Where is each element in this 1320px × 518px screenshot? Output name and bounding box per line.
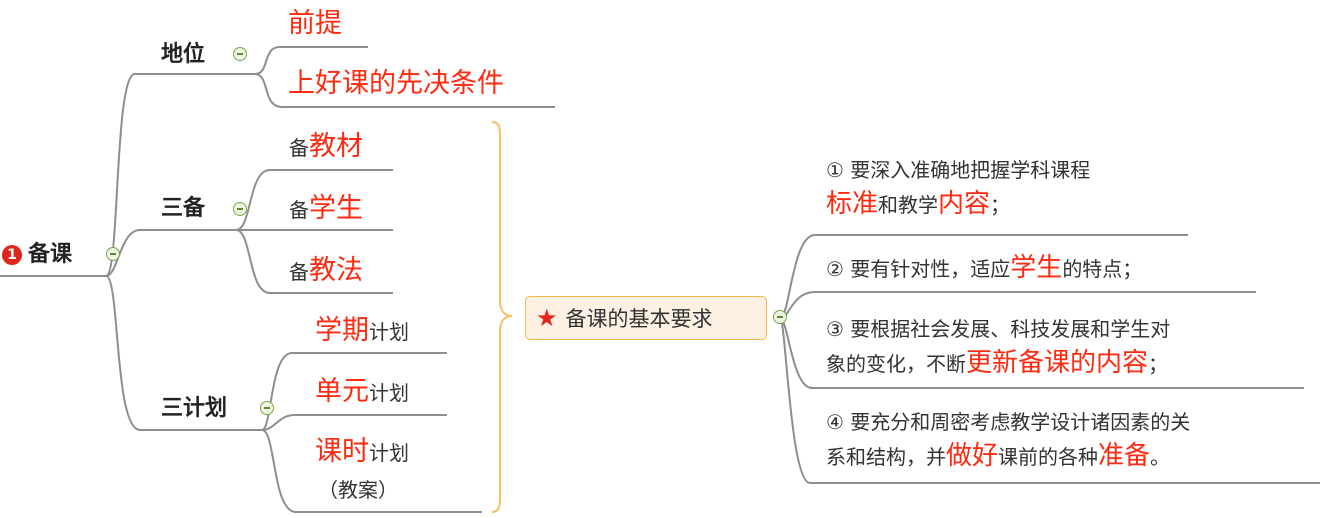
leaf-students[interactable]: 备学生 [289, 193, 363, 224]
collapse-icon[interactable] [233, 202, 247, 216]
summary-label: 备课的基本要求 [565, 307, 713, 331]
star-icon: ★ [536, 304, 558, 332]
leaf-unit-plan[interactable]: 单元计划 [315, 376, 409, 407]
leaf-lesson-plan-note: （教案） [318, 478, 398, 502]
leaf-premise[interactable]: 前提 [288, 8, 342, 39]
summary-topic[interactable]: ★ 备课的基本要求 [525, 296, 767, 340]
branch-status[interactable]: 地位 [161, 42, 206, 67]
priority-1-badge: 1 [2, 245, 22, 265]
summary-brace [491, 121, 513, 513]
branch-three-preparations[interactable]: 三备 [161, 196, 206, 221]
leaf-methods[interactable]: 备教法 [289, 255, 363, 286]
leaf-prerequisite[interactable]: 上好课的先决条件 [288, 68, 504, 99]
leaf-textbook[interactable]: 备教材 [289, 131, 363, 162]
collapse-icon[interactable] [106, 247, 120, 261]
collapse-icon[interactable] [260, 401, 274, 415]
collapse-icon[interactable] [773, 310, 787, 324]
root-node[interactable]: 1 备课 [2, 244, 72, 266]
collapse-icon[interactable] [233, 47, 247, 61]
requirement-2[interactable]: ② 要有针对性，适应学生的特点； [826, 253, 1143, 283]
requirement-3[interactable]: ③ 要根据社会发展、科技发展和学生对 象的变化，不断更新备课的内容； [826, 317, 1171, 378]
leaf-lesson-plan[interactable]: 课时计划 [315, 436, 409, 467]
leaf-semester-plan[interactable]: 学期计划 [315, 315, 409, 346]
requirement-1[interactable]: ① 要深入准确地把握学科课程 标准和教学内容； [826, 158, 1091, 219]
branch-three-plans[interactable]: 三计划 [161, 396, 228, 421]
root-label: 备课 [28, 242, 73, 267]
requirement-4[interactable]: ④ 要充分和周密考虑教学设计诸因素的关 系和结构，并做好课前的各种准备。 [826, 410, 1191, 471]
